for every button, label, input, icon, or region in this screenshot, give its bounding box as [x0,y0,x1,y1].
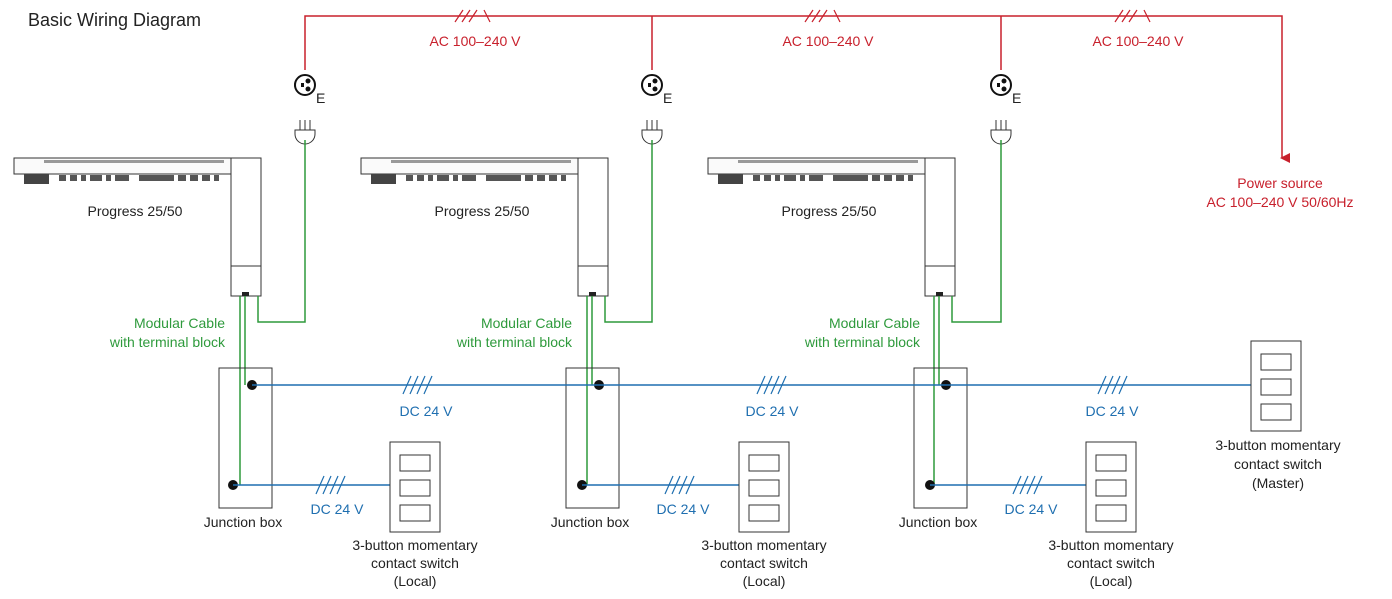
power-source-spec: AC 100–240 V 50/60Hz [1206,194,1353,210]
outlet-icon [640,74,663,96]
motor-icon [707,157,956,297]
cable-label-1: Modular Cable [481,315,572,331]
cable-label-1: Modular Cable [829,315,920,331]
cable-label-1: Modular Cable [134,315,225,331]
switch-label-3: (Local) [394,573,437,589]
ac-hatch-marks [454,9,1151,23]
cable-label-2: with terminal block [804,334,921,350]
master-switch-label-3: (Master) [1252,475,1304,491]
switch-icon [389,441,441,533]
junction-box-label: Junction box [204,514,283,530]
unit-3: E Progress 25/50 Modular Cable with term… [707,74,1174,589]
motor-label: Progress 25/50 [782,203,877,219]
cable-label-2: with terminal block [109,334,226,350]
outlet-ground-label: E [1012,90,1021,106]
switch-label-2: contact switch [1067,555,1155,571]
outlet-icon [989,74,1012,96]
master-switch-label-2: contact switch [1234,456,1322,472]
motor-icon [360,157,609,297]
motor-icon [13,157,262,297]
diagram-title: Basic Wiring Diagram [28,10,201,30]
switch-label-2: contact switch [720,555,808,571]
junction-box-label: Junction box [899,514,978,530]
switch-label-2: contact switch [371,555,459,571]
dc-label-local: DC 24 V [1005,501,1059,517]
ac-label-1: AC 100–240 V [429,33,521,49]
unit-1: E Progress 25/50 Modular Cable with term… [13,74,478,589]
ac-label-2: AC 100–240 V [782,33,874,49]
dc-label-bus-2: DC 24 V [746,403,800,419]
junction-box [913,367,968,509]
dc-label-bus-3: DC 24 V [1086,403,1140,419]
ac-bus [304,15,1290,163]
master-switch-label-1: 3-button momentary [1215,437,1340,453]
motor-label: Progress 25/50 [435,203,530,219]
switch-icon [738,441,790,533]
ac-label-3: AC 100–240 V [1092,33,1184,49]
switch-label-3: (Local) [743,573,786,589]
power-source-label: Power source [1237,175,1323,191]
switch-label-1: 3-button momentary [1048,537,1173,553]
outlet-ground-label: E [316,90,325,106]
switch-label-1: 3-button momentary [701,537,826,553]
outlet-icon [293,74,316,96]
dc-label-bus-1: DC 24 V [400,403,454,419]
junction-box-label: Junction box [551,514,630,530]
switch-label-3: (Local) [1090,573,1133,589]
outlet-ground-label: E [663,90,672,106]
switch-icon [1085,441,1137,533]
motor-label: Progress 25/50 [88,203,183,219]
junction-box [565,367,620,509]
switch-label-1: 3-button momentary [352,537,477,553]
cable-label-2: with terminal block [456,334,573,350]
dc-label-local: DC 24 V [311,501,365,517]
unit-2: E Progress 25/50 Modular Cable with term… [360,74,827,589]
master-switch-icon [1250,340,1302,432]
dc-bus [252,375,1251,395]
dc-label-local: DC 24 V [657,501,711,517]
junction-box [218,367,273,509]
